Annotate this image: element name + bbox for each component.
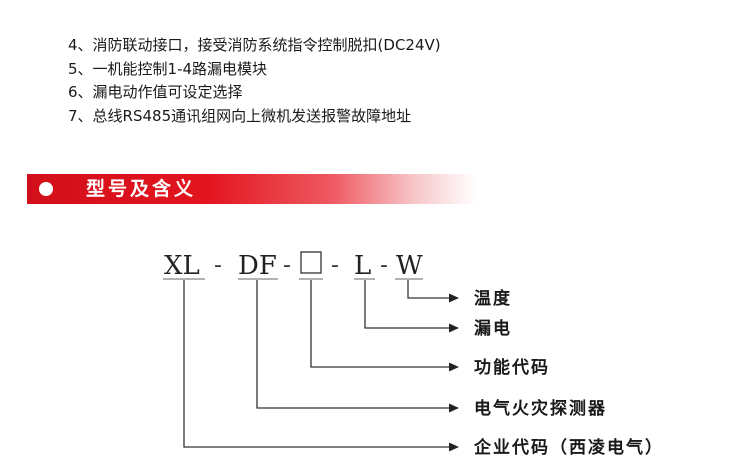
code-part-df: DF: [238, 251, 277, 281]
code-dash-3: -: [331, 253, 339, 278]
feature-item-5: 5、一机能控制1-4路漏电模块: [68, 59, 268, 78]
arrow-head-df-icon: [449, 403, 459, 413]
code-part-l: L: [354, 251, 371, 281]
feature-item-4: 4、消防联动接口，接受消防系统指令控制脱扣(DC24V): [68, 36, 441, 54]
label-company-code: 企业代码（西凌电气）: [473, 437, 664, 458]
label-fire-detector: 电气火灾探测器: [474, 398, 607, 419]
leader-line-w: [407, 280, 450, 299]
code-dash-2: -: [283, 253, 291, 278]
bullet-dot-icon: [39, 182, 53, 196]
feature-list: 4、消防联动接口，接受消防系统指令控制脱扣(DC24V) 5、一机能控制1-4路…: [68, 34, 441, 128]
arrow-head-xl-icon: [449, 442, 459, 452]
section-title: 型号及含义: [86, 178, 197, 200]
function-code-box: [300, 251, 322, 274]
leader-line-box: [310, 280, 450, 368]
feature-item-7: 7、总线RS485通讯组网向上微机发送报警故障地址: [68, 106, 412, 125]
arrow-head-w-icon: [449, 293, 459, 303]
code-dash-4: -: [380, 253, 388, 278]
arrow-head-box-icon: [449, 362, 459, 372]
label-function-code: 功能代码: [474, 357, 550, 378]
leader-line-xl: [183, 280, 450, 448]
label-temperature: 温度: [474, 288, 512, 309]
code-dash-1: -: [214, 253, 222, 278]
label-leakage: 漏电: [474, 318, 512, 339]
arrow-head-l-icon: [449, 323, 459, 333]
leader-line-df: [256, 280, 450, 409]
code-part-w: W: [396, 251, 423, 281]
code-part-xl: XL: [164, 251, 200, 281]
section-banner: 型号及含义: [27, 174, 477, 204]
feature-item-6: 6、漏电动作值可设定选择: [68, 83, 243, 101]
leader-line-l: [364, 280, 450, 329]
